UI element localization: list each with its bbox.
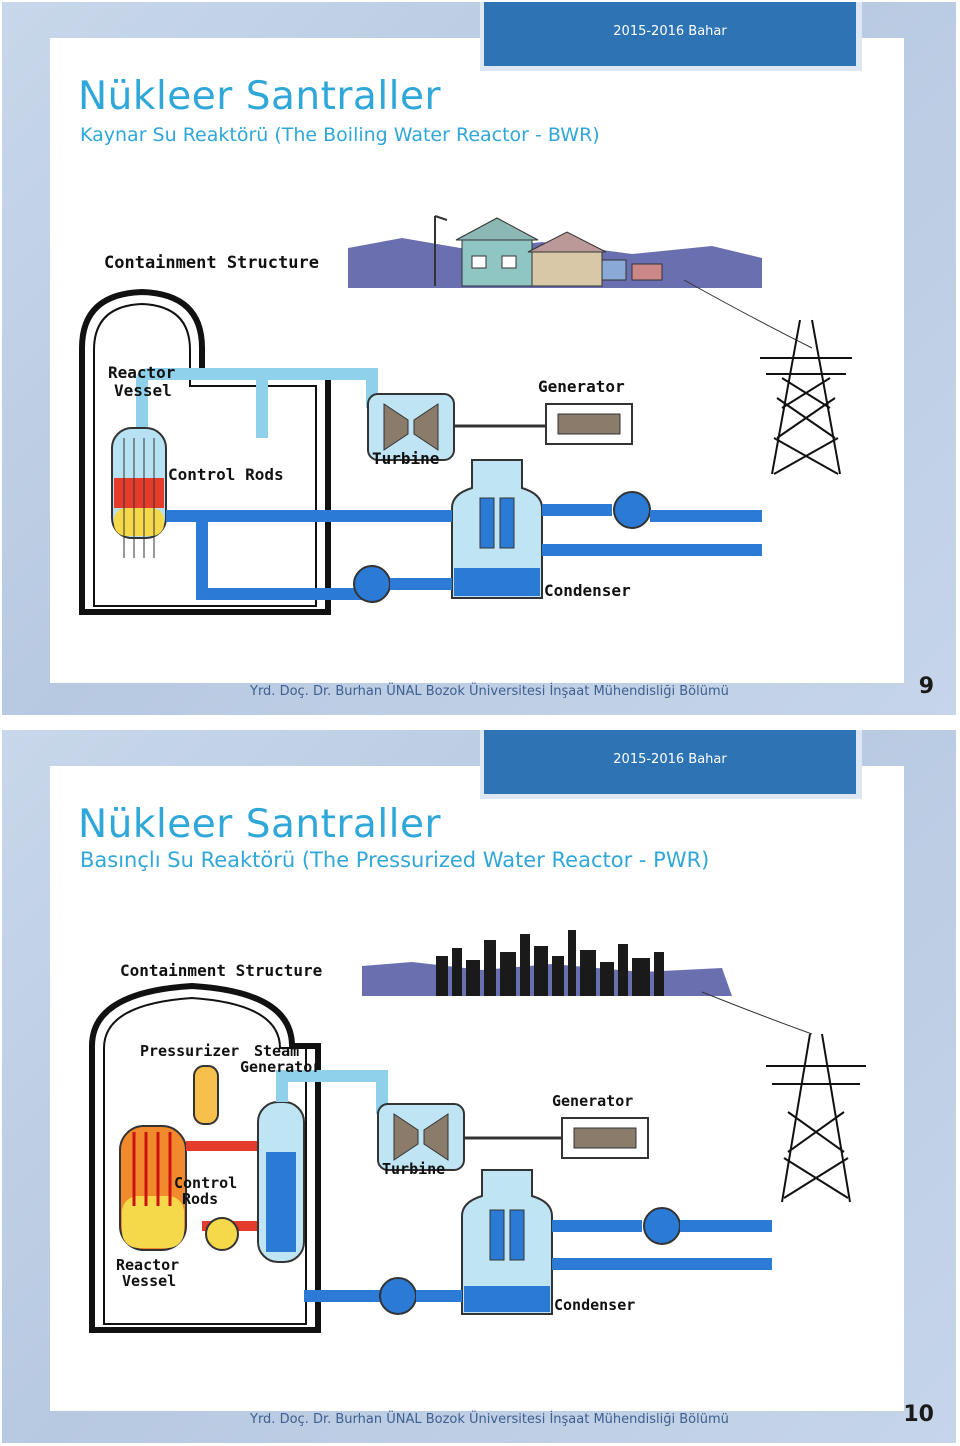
city-skyline-icon: [436, 930, 664, 996]
label-containment: Containment Structure: [120, 961, 322, 980]
label-steam-generator-1: Steam: [254, 1042, 299, 1060]
steam-generator-icon: [257, 1101, 305, 1263]
turbine-icon: [367, 393, 455, 461]
label-generator: Generator: [552, 1092, 633, 1110]
label-generator: Generator: [538, 377, 625, 396]
slide-title: Nükleer Santraller: [78, 802, 442, 847]
primary-pump-icon: [205, 1217, 239, 1251]
date-banner: 2015-2016 Bahar: [480, 730, 862, 799]
house-icon: [455, 217, 663, 287]
label-reactor-2: Vessel: [114, 381, 172, 400]
turbine-icon: [377, 1103, 465, 1171]
label-turbine: Turbine: [372, 449, 439, 468]
date-banner: 2015-2016 Bahar: [480, 2, 862, 71]
label-control-rods: Control Rods: [168, 465, 284, 484]
label-turbine: Turbine: [382, 1160, 445, 1178]
semester-date: 2015-2016 Bahar: [613, 24, 727, 39]
bwr-diagram: Containment Structure Reactor Vessel Con…: [79, 215, 852, 615]
feedwater-pump-icon: [379, 1277, 417, 1315]
pressurizer-icon: [193, 1065, 219, 1125]
semester-date: 2015-2016 Bahar: [613, 752, 727, 767]
label-steam-generator-2: Generator: [240, 1058, 321, 1076]
transmission-tower-icon: [766, 1033, 866, 1203]
footer-author: Yrd. Doç. Dr. Burhan ÜNAL Bozok Üniversi…: [250, 684, 729, 699]
page-number: 10: [903, 1402, 934, 1427]
condenser-icon: [451, 459, 543, 599]
reactor-vessel: [111, 427, 167, 558]
slide-subtitle: Kaynar Su Reaktörü (The Boiling Water Re…: [80, 124, 600, 146]
label-pressurizer: Pressurizer: [140, 1042, 239, 1060]
footer-author: Yrd. Doç. Dr. Burhan ÜNAL Bozok Üniversi…: [250, 1412, 729, 1427]
reactor-vessel: [119, 1125, 187, 1251]
slide-pwr: 2015-2016 Bahar Nükleer Santraller Basın…: [2, 730, 956, 1443]
label-containment: Containment Structure: [104, 253, 319, 273]
slide-subtitle: Basınçlı Su Reaktörü (The Pressurized Wa…: [80, 848, 710, 872]
slide-bwr: 2015-2016 Bahar Nükleer Santraller Kayna…: [2, 2, 956, 715]
label-control-rods-2: Rods: [182, 1190, 218, 1208]
generator-icon: [545, 403, 633, 445]
label-reactor-1: Reactor: [116, 1256, 179, 1274]
label-reactor-2: Vessel: [122, 1272, 176, 1290]
label-condenser: Condenser: [554, 1296, 635, 1314]
containment-outline: [89, 982, 321, 1333]
label-reactor-1: Reactor: [108, 363, 175, 382]
label-control-rods-1: Control: [174, 1174, 237, 1192]
transmission-tower-icon: [760, 319, 852, 475]
generator-icon: [561, 1117, 649, 1159]
containment-outline: [79, 288, 331, 615]
slide-title: Nükleer Santraller: [78, 74, 442, 119]
page-number: 9: [918, 674, 934, 699]
cooling-pump-icon: [643, 1207, 681, 1245]
pwr-diagram: Containment Structure Pressurizer Steam …: [89, 930, 866, 1333]
pump-icon: [353, 565, 391, 603]
label-condenser: Condenser: [544, 581, 631, 600]
cooling-pump-icon: [613, 491, 651, 529]
condenser-icon: [461, 1169, 553, 1315]
